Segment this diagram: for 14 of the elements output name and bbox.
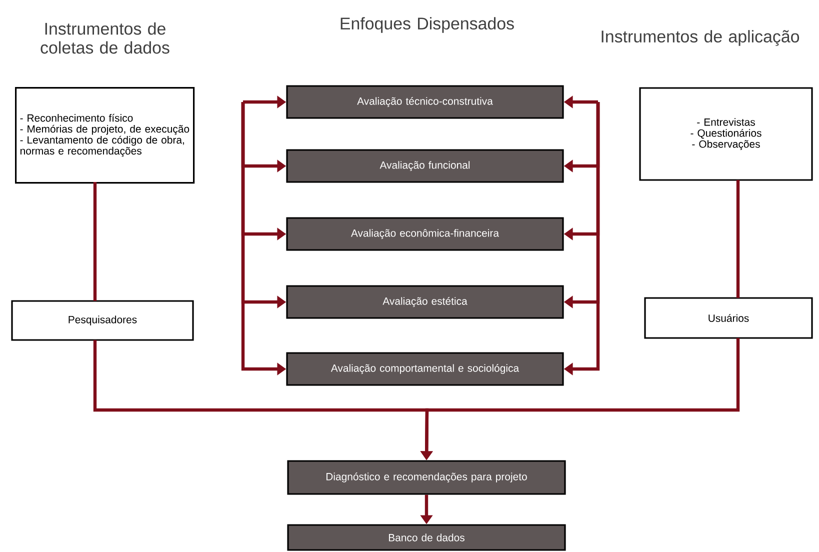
role-box: Pesquisadores (11, 300, 194, 341)
column-heading: Instrumentos de aplicação (602, 30, 800, 46)
list-box: - Reconhecimento físico - Memórias de projeto, de execução - Levantamento de código de obra, normas e recomendações (15, 87, 195, 184)
list-box: - Entrevistas - Questionários - Observações (639, 87, 813, 181)
column-heading: Enfoques Dispensados (340, 17, 514, 33)
evaluation-box: Avaliação comportamental e sociológica (286, 352, 564, 386)
column-heading: Instrumentos de coletas de dados (40, 22, 170, 54)
evaluation-box: Avaliação técnico-construtiva (286, 85, 564, 119)
evaluation-box: Banco de dados (287, 524, 566, 551)
evaluation-box: Avaliação econômica-financeira (286, 217, 564, 251)
evaluation-box: Diagnóstico e recomendações para projeto (287, 460, 566, 495)
evaluation-box: Avaliação estética (286, 285, 564, 319)
evaluation-box: Avaliação funcional (286, 149, 564, 183)
role-box: Usuários (644, 297, 813, 339)
